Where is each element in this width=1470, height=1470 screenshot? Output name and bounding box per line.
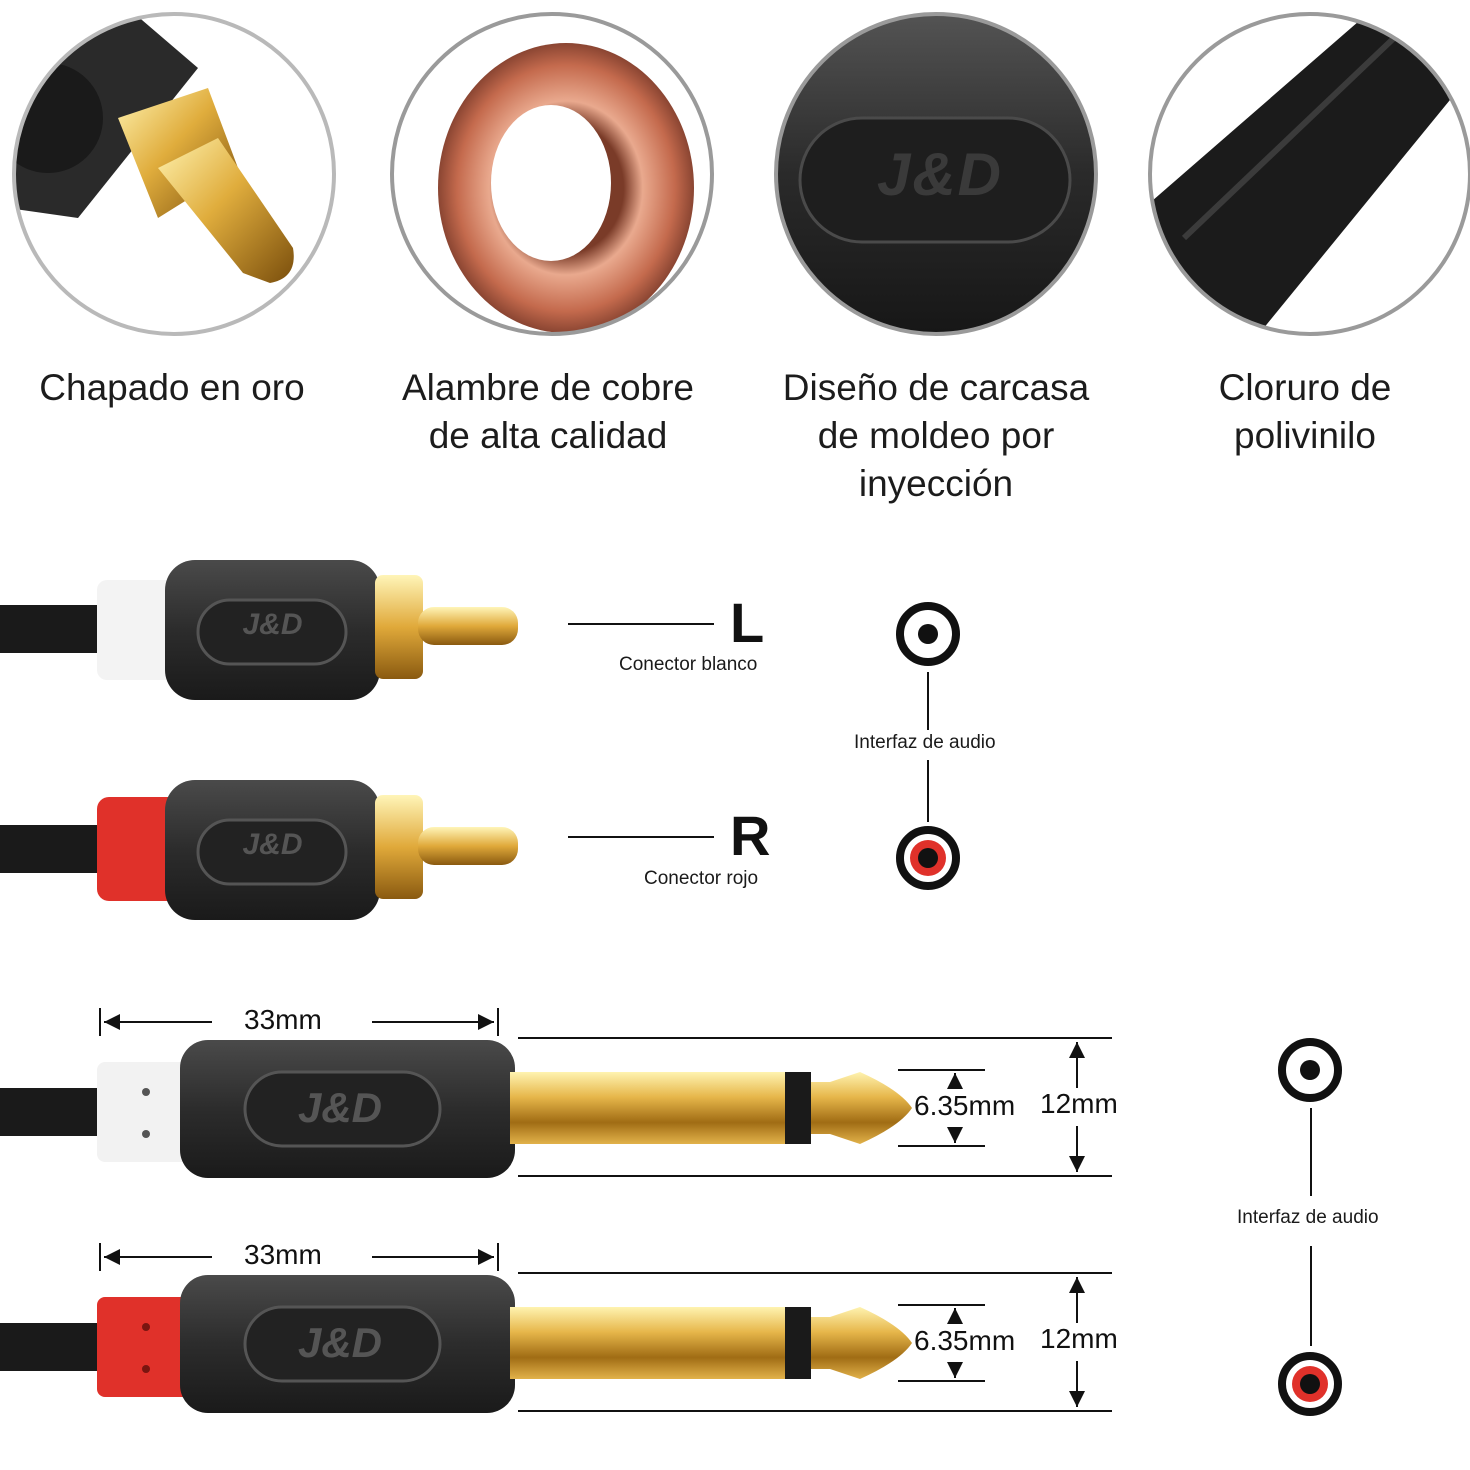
plug2-tip-diameter: 6.35mm — [914, 1325, 1016, 1356]
rca-interface-label: Interfaz de audio — [854, 732, 996, 753]
feature-gold-plated-image — [12, 12, 336, 336]
right-letter: R — [730, 804, 771, 867]
feature-injection-molded-image — [774, 12, 1098, 336]
jack-interface-line-bottom — [1310, 1246, 1312, 1346]
jack-interface-line-top — [1310, 1108, 1312, 1196]
rca-red-jack-icon — [896, 826, 960, 890]
left-leader-line — [568, 623, 714, 625]
rca-interface-line-bottom — [927, 760, 929, 822]
feature-title-molded: Diseño de carcasa de moldeo por inyecció… — [782, 367, 1090, 504]
left-connector-label: Conector blanco — [619, 654, 758, 675]
plug1-body-diameter: 12mm — [1040, 1088, 1118, 1119]
rca-white-jack-icon — [896, 602, 960, 666]
feature-copper-wire-image — [390, 12, 714, 336]
rca-white-logo: J&D — [242, 608, 303, 641]
rca-plug-white — [0, 560, 518, 700]
jack-interface-label: Interfaz de audio — [1237, 1207, 1379, 1228]
jack-plug-white — [0, 1008, 1112, 1178]
plug1-tip-diameter: 6.35mm — [914, 1090, 1016, 1121]
jack-white-icon — [1278, 1038, 1342, 1102]
jack-plug-red — [0, 1243, 1112, 1413]
feature-title-pvc: Cloruro de polivinilo — [1218, 367, 1392, 456]
rca-plug-red — [0, 780, 518, 920]
right-connector-label: Conector rojo — [644, 868, 759, 889]
feature-title-gold: Chapado en oro — [39, 367, 305, 408]
jack-red-icon — [1278, 1352, 1342, 1416]
rca-red-logo: J&D — [242, 828, 303, 861]
rca-interface-line-top — [927, 672, 929, 730]
plug1-length-label: 33mm — [244, 1004, 322, 1035]
feature-pvc-image — [1148, 12, 1470, 336]
right-leader-line — [568, 836, 714, 838]
left-letter: L — [730, 591, 765, 654]
plug2-body-diameter: 12mm — [1040, 1323, 1118, 1354]
plug1-logo: J&D — [297, 1084, 383, 1131]
plug2-logo: J&D — [297, 1319, 383, 1366]
molded-logo-text: J&D — [876, 141, 1004, 208]
feature-title-copper: Alambre de cobre de alta calidad — [401, 367, 695, 456]
plug2-length-label: 33mm — [244, 1239, 322, 1270]
